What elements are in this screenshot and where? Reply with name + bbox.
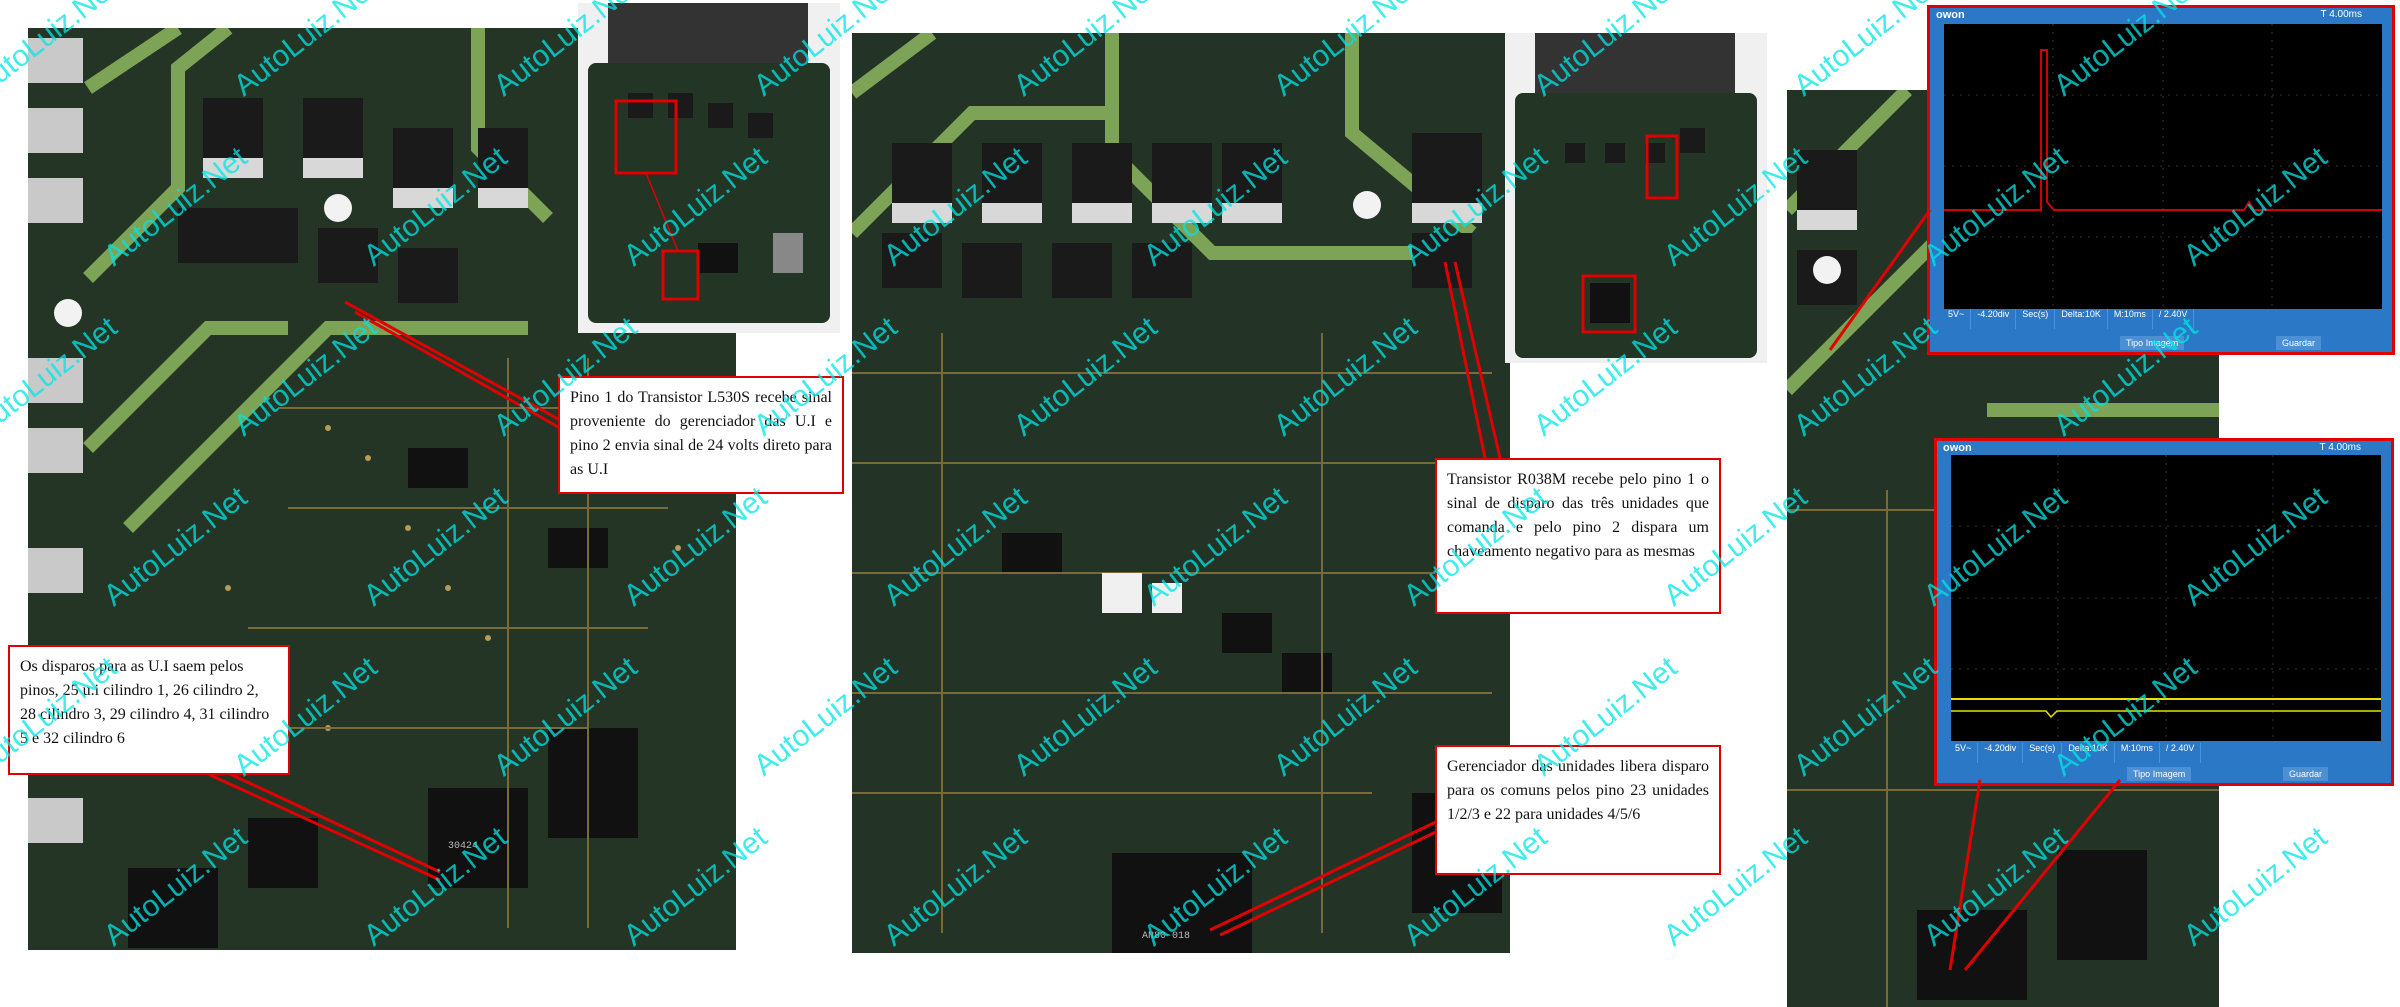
callout-disparos-ui: Os disparos para as U.I saem pelos pinos… (8, 645, 290, 775)
scope-menu-type-1[interactable]: Tipo Imagem (2120, 336, 2185, 350)
pointer-disparos-b (209, 773, 441, 882)
scope-brand-1: owon (1936, 9, 1965, 21)
scope-menu-type-2[interactable]: Tipo Imagem (2127, 767, 2192, 781)
scope-ch1-offset: -4.20div (1971, 309, 2017, 329)
ecu-board-artwork-1 (578, 3, 840, 333)
scope-status-bar-1: 5V~ -4.20div Sec(s) Delta:10K M:10ms / 2… (1942, 309, 2195, 329)
scope-delta: Delta:10K (2055, 309, 2108, 329)
oscilloscope-screenshot-1: owon T 4.00ms 5V~ -4.20div Sec(s) Delta:… (1927, 5, 2395, 355)
pointer-l530s-b (354, 310, 561, 430)
pointer-gerenciador-b (1219, 828, 1441, 937)
ecu-board-thumbnail-2 (1505, 33, 1767, 363)
scope-menu-save-1[interactable]: Guardar (2276, 336, 2322, 350)
scope-screen-2 (1951, 455, 2381, 741)
scope-mode: Sec(s) (2016, 309, 2056, 329)
scope-brand-2: owon (1943, 442, 1972, 454)
callout-gerenciador-unidades: Gerenciador das unidades libera disparo … (1435, 745, 1721, 875)
scope-ch1-scale: 5V~ (1942, 309, 1972, 329)
scope-timebase-1: T 4.00ms (2320, 9, 2363, 20)
scope-menu-save-2[interactable]: Guardar (2283, 767, 2329, 781)
ic-label-middle: AN80-018 (1142, 931, 1190, 942)
pointer-r038m-a (1443, 261, 1487, 459)
scope-status-bar-2: 5V~ -4.20div Sec(s) Delta:10K M:10ms / 2… (1949, 743, 2202, 763)
callout-transistor-l530s: Pino 1 do Transistor L530S recebe sinal … (558, 376, 844, 494)
pointer-l530s-a (344, 300, 561, 422)
ecu-board-artwork-2 (1505, 33, 1767, 363)
pcb-photo-middle: AN80-018 (852, 33, 1510, 953)
scope-trace-2 (1951, 455, 2381, 741)
pointer-scope2-a (1948, 779, 1982, 971)
callout-transistor-r038m: Transistor R038M recebe pelo pino 1 o si… (1435, 458, 1721, 614)
scope-trigger-level: / 2.40V (2153, 309, 2195, 329)
pointer-scope1 (1828, 209, 1932, 351)
pointer-r038m-b (1453, 261, 1502, 459)
scope-timescale: M:10ms (2108, 309, 2153, 329)
oscilloscope-screenshot-2: owon T 4.00ms 5V~ -4.20div Sec(s) Delta:… (1934, 438, 2394, 786)
pointer-scope2-b (1963, 779, 2122, 971)
pcb-artwork-middle: AN80-018 (852, 33, 1510, 953)
ecu-board-thumbnail-1 (578, 3, 840, 333)
scope-timebase-2: T 4.00ms (2319, 442, 2362, 453)
scope-trace-1 (1944, 24, 2382, 309)
pointer-gerenciador-a (1209, 818, 1441, 932)
ic-label-left: 30424 (448, 841, 478, 852)
pointer-disparos-a (199, 758, 441, 874)
scope-screen-1 (1944, 24, 2382, 309)
